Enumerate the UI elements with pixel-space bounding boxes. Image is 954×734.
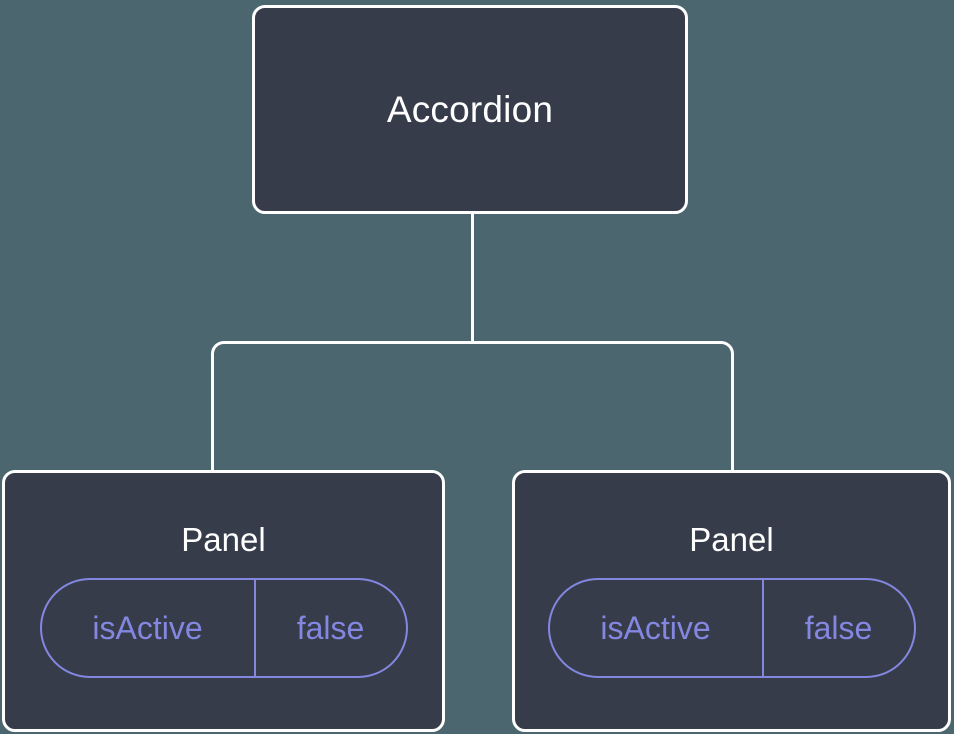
edge-root-to-panel-2 bbox=[472, 341, 734, 472]
node-title: Panel bbox=[689, 521, 774, 558]
node-title: Accordion bbox=[386, 89, 554, 130]
tree-node-accordion[interactable]: Accordion bbox=[252, 5, 688, 214]
prop-key: isActive bbox=[92, 610, 203, 646]
node-title: Panel bbox=[181, 521, 266, 558]
prop-value: false bbox=[761, 580, 914, 676]
prop-value: false bbox=[253, 580, 406, 676]
prop-pill-isactive[interactable]: isActive false bbox=[547, 578, 916, 678]
edge-root-to-panel-1 bbox=[211, 341, 473, 472]
tree-node-panel-1[interactable]: Panel isActive false bbox=[2, 470, 445, 732]
prop-key: isActive bbox=[600, 610, 711, 646]
tree-node-panel-2[interactable]: Panel isActive false bbox=[512, 470, 951, 732]
prop-pill-isactive[interactable]: isActive false bbox=[39, 578, 408, 678]
